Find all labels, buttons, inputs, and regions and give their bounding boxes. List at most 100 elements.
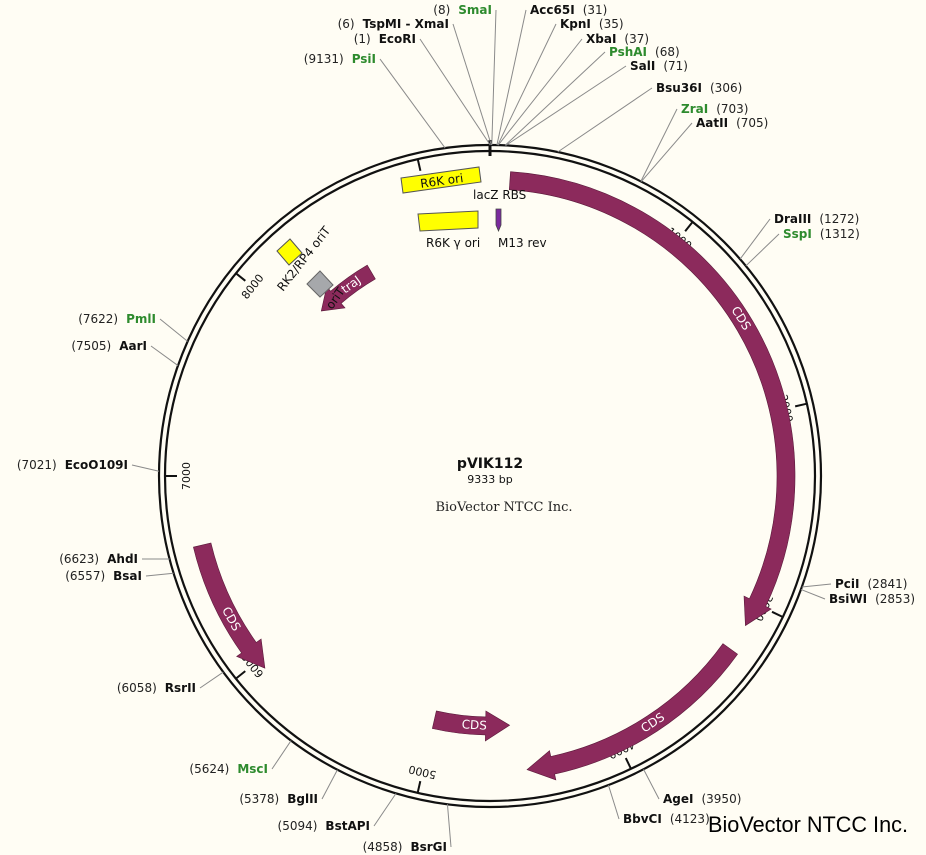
site-position: (1) [354, 32, 371, 46]
enzyme-name: ZraI [681, 102, 708, 116]
rsrii-site-label: (6058)RsrII [117, 681, 196, 695]
bsrgi-leader [446, 804, 452, 848]
site-position: (2841) [868, 577, 908, 591]
agei-site-label: AgeI(3950) [663, 792, 741, 806]
pmli-site-label: (7622)PmlI [78, 312, 156, 326]
restriction-sites: (8)SmaI(6)TspMI - XmaI(1)EcoRI(9131)PsiI… [17, 3, 915, 854]
cds-main-arrow [508, 171, 796, 627]
watermark: BioVector NTCC Inc. [708, 812, 908, 837]
bbvci-site-label: BbvCI(4123) [623, 812, 710, 826]
m13-rev-arrow [495, 208, 502, 233]
site-position: (37) [624, 32, 649, 46]
cds-left-arrow [193, 542, 266, 669]
bsai-site-label: (6557)BsaI [65, 569, 142, 583]
psii-site-label: (9131) PsiI [304, 52, 376, 66]
bsu36i-leader [557, 87, 653, 153]
tick-mark [684, 221, 694, 232]
enzyme-name: Acc65I [530, 3, 575, 17]
bsiwi-leader [800, 589, 826, 600]
bsrgi-site-label: (4858)BsrGI [363, 840, 447, 854]
site-position: (7622) [78, 312, 118, 326]
ecori-leader [419, 38, 491, 146]
enzyme-name: PshAI [609, 45, 647, 59]
m13-rev-label: M13 rev [498, 236, 547, 250]
site-position: (6623) [59, 552, 99, 566]
xbai-site-label: XbaI (37) [586, 32, 649, 46]
sali-site-label: SalI (71) [630, 59, 688, 73]
ecori-site-label: (1) EcoRI [354, 32, 416, 46]
site-position: (7505) [71, 339, 111, 353]
cds-small-label: CDS [461, 717, 487, 733]
smai-site-label: (8) SmaI [433, 3, 492, 17]
enzyme-name: BsaI [113, 569, 142, 583]
tspmi-xmai-leader [452, 23, 492, 146]
tick-mark [235, 670, 246, 680]
site-position: (9131) [304, 52, 344, 66]
site-position: (5378) [239, 792, 279, 806]
bstapi-leader [373, 793, 397, 827]
ecoo109i-leader [131, 464, 160, 472]
site-position: (703) [716, 102, 748, 116]
enzyme-name: SspI [783, 227, 812, 241]
enzyme-name: XbaI [586, 32, 616, 46]
sali-leader [505, 65, 627, 146]
draiii-site-label: DraIII(1272) [774, 212, 859, 226]
enzyme-name: RsrII [165, 681, 196, 695]
pcii-site-label: PciI (2841) [835, 577, 907, 591]
plasmid-name: pVIK112 [457, 456, 523, 472]
enzyme-name: BglII [287, 792, 318, 806]
tick-label: 7000 [180, 462, 193, 490]
zrai-leader [640, 108, 678, 182]
pshai-site-label: PshAI(68) [609, 45, 680, 59]
msci-site-label: (5624) MscI [189, 762, 268, 776]
site-position: (8) [433, 3, 450, 17]
tick-mark [771, 610, 784, 618]
pshai-leader [504, 51, 606, 146]
enzyme-name: EcoO109I [65, 458, 128, 472]
site-position: (71) [663, 59, 688, 73]
site-position: (31) [583, 3, 608, 17]
aatii-leader [640, 122, 693, 182]
psii-leader [379, 58, 446, 149]
bstapi-site-label: (5094)BstAPI [278, 819, 370, 833]
site-position: (705) [736, 116, 768, 130]
enzyme-name: TspMI - XmaI [363, 17, 449, 31]
draiii-leader [739, 218, 771, 260]
m13-rev-feature: M13 rev [495, 208, 547, 250]
tick-mark [416, 158, 422, 172]
enzyme-name: EcoRI [379, 32, 416, 46]
enzyme-name: AgeI [663, 792, 693, 806]
kpni-leader [497, 23, 557, 146]
enzyme-name: PsiI [352, 52, 376, 66]
r6k-ori-feature: R6K ori [400, 166, 482, 194]
xbai-leader [497, 38, 583, 146]
site-position: (5624) [189, 762, 229, 776]
enzyme-name: MscI [237, 762, 268, 776]
sspi-leader [745, 233, 780, 267]
site-position: (1272) [819, 212, 859, 226]
pcii-leader [801, 583, 832, 588]
r6k-gamma-ori-label: R6K γ ori [426, 236, 480, 250]
smai-leader [491, 9, 497, 146]
enzyme-name: PciI [835, 577, 860, 591]
pmli-leader [159, 318, 188, 342]
r6k-gamma-ori-feature: R6K γ ori [417, 210, 480, 250]
cds-small-arrow [431, 710, 511, 742]
acc65i-site-label: Acc65I (31) [530, 3, 607, 17]
bglii-leader [321, 769, 338, 800]
site-position: (5094) [278, 819, 318, 833]
kpni-site-label: KpnI(35) [560, 17, 624, 31]
enzyme-name: SalI [630, 59, 655, 73]
acc65i-leader [496, 9, 527, 146]
aari-leader [150, 345, 179, 366]
sspi-site-label: SspI(1312) [783, 227, 860, 241]
enzyme-name: BsrGI [410, 840, 447, 854]
enzyme-name: SmaI [458, 3, 492, 17]
zrai-site-label: ZraI (703) [681, 102, 748, 116]
enzyme-name: AarI [119, 339, 147, 353]
tick-mark [235, 272, 246, 282]
msci-leader [271, 740, 292, 770]
plasmid-size: 9333 bp [467, 473, 512, 486]
site-position: (306) [710, 81, 742, 95]
